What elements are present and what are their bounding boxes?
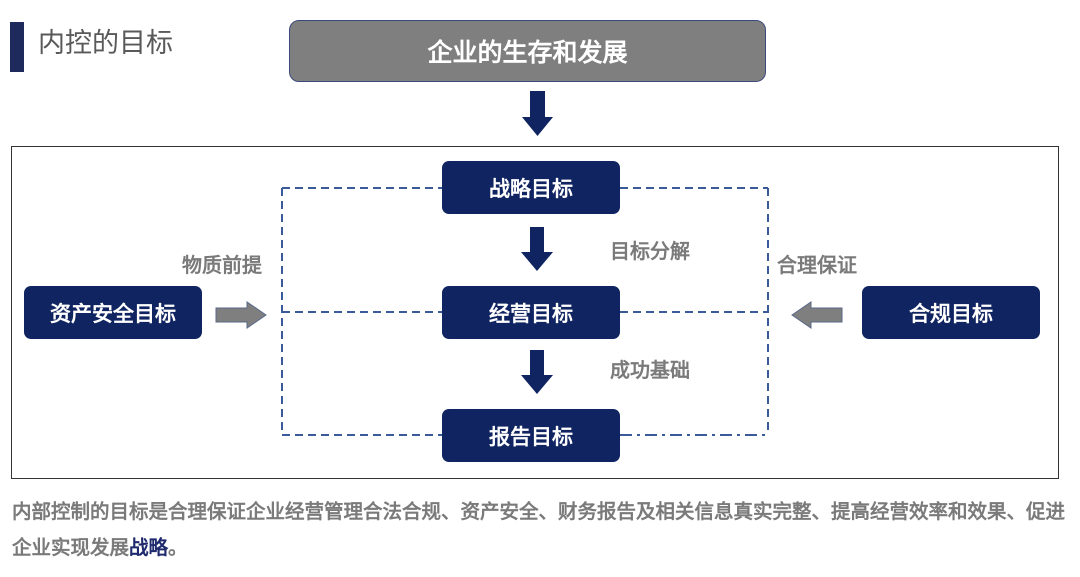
label-success-foundation: 成功基础 xyxy=(610,358,690,382)
page-title: 内控的目标 xyxy=(38,28,173,59)
arrow-top-to-frame xyxy=(522,91,553,136)
top-goal-box: 企业的生存和发展 xyxy=(289,20,766,82)
node-asset-safety-goal: 资产安全目标 xyxy=(24,286,202,339)
node-compliance-goal: 合规目标 xyxy=(862,286,1040,339)
label-material-premise: 物质前提 xyxy=(182,253,262,277)
summary-text: 内部控制的目标是合理保证企业经营管理合法合规、资产安全、财务报告及相关信息真实完… xyxy=(12,494,1072,566)
title-accent-bar xyxy=(10,22,24,72)
summary-highlight: 战略 xyxy=(129,536,169,559)
label-reasonable-guarantee: 合理保证 xyxy=(777,253,857,277)
node-strategy-goal: 战略目标 xyxy=(442,161,620,214)
node-reporting-goal: 报告目标 xyxy=(442,409,620,462)
label-goal-decomposition: 目标分解 xyxy=(610,239,690,263)
summary-end: 。 xyxy=(168,536,188,559)
node-operations-goal: 经营目标 xyxy=(442,286,620,339)
goals-frame xyxy=(11,146,1059,479)
summary-main: 内部控制的目标是合理保证企业经营管理合法合规、资产安全、财务报告及相关信息真实完… xyxy=(12,500,1066,559)
